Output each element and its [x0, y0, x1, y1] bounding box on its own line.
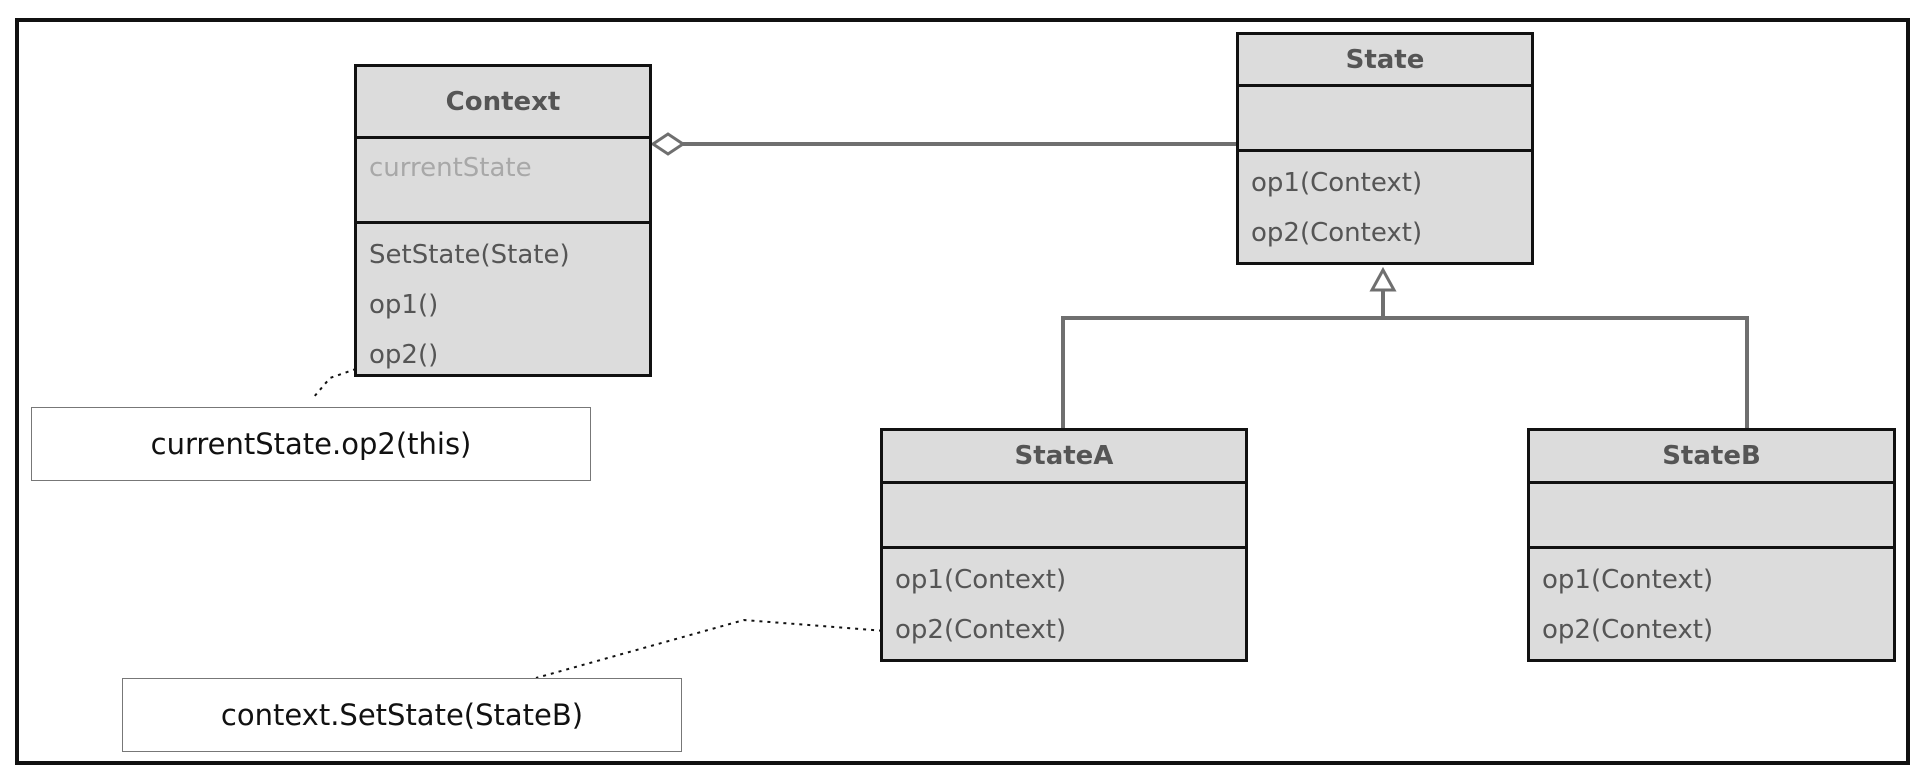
class-state-b-attributes: [1530, 484, 1893, 549]
operation-op1: op1(Context): [895, 565, 1067, 595]
operation-op1: op1(): [369, 290, 439, 320]
note-state-a-op2[interactable]: context.SetState(StateB): [122, 678, 682, 752]
class-state-attributes: [1239, 87, 1531, 152]
class-state-a-name: StateA: [883, 431, 1245, 484]
class-state-name: State: [1239, 35, 1531, 87]
class-state-b-name: StateB: [1530, 431, 1893, 484]
operation-op2: op2(Context): [895, 615, 1067, 645]
operation-op1: op1(Context): [1251, 168, 1423, 198]
class-state-a-attributes: [883, 484, 1245, 549]
class-state[interactable]: State op1(Context) op2(Context): [1236, 32, 1534, 265]
diagram-frame: [15, 18, 1910, 765]
class-context[interactable]: Context currentState SetState(State) op1…: [354, 64, 652, 377]
operation-op2: op2(Context): [1542, 615, 1714, 645]
class-context-attributes: currentState: [357, 139, 649, 224]
operation-op2: op2(): [369, 340, 439, 370]
operation-op1: op1(Context): [1542, 565, 1714, 595]
class-state-a[interactable]: StateA op1(Context) op2(Context): [880, 428, 1248, 662]
operation-set-state: SetState(State): [369, 240, 570, 270]
attribute-current-state: currentState: [369, 153, 532, 183]
class-context-name: Context: [357, 67, 649, 139]
note-context-op2[interactable]: currentState.op2(this): [31, 407, 591, 481]
class-state-b[interactable]: StateB op1(Context) op2(Context): [1527, 428, 1896, 662]
operation-op2: op2(Context): [1251, 218, 1423, 248]
